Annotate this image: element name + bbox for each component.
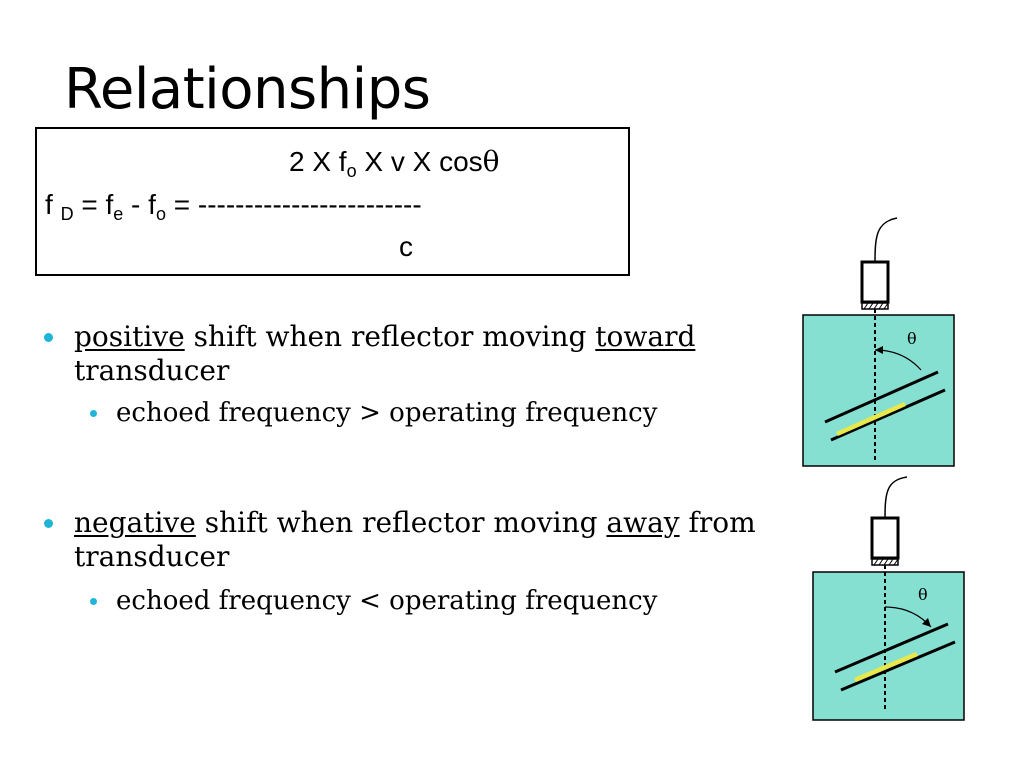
doppler-formula-box: 2 X fo X v X cosθ f D = fe - fo = ------… [35,127,630,276]
lhs-sub-e: e [113,204,124,224]
sub-bullet-negative-text: echoed frequency < operating frequency [116,586,658,616]
transducer-crystal-hatch [873,558,899,566]
lhs-minus: - f [123,189,156,220]
keyword-negative: negative [74,506,196,539]
bullet-negative-from: from [679,506,756,539]
bullet-positive-phrase: shift when reflector moving [184,320,596,353]
formula-denominator: c [399,231,413,262]
formula-lhs: f D = fe - fo = ------------------------ [45,189,422,225]
keyword-positive: positive [74,320,185,353]
sub-bullet-dot [90,598,97,605]
formula-numerator: 2 X fo X v X cosθ [289,145,500,182]
angle-arrowhead [922,618,931,627]
fraction-bar: = ------------------------ [165,189,422,220]
vessel-wall-lower [830,388,946,442]
bullet-negative-phrase: shift when reflector moving [195,506,607,539]
keyword-away: away [606,506,680,539]
reflector [854,651,918,683]
numerator-theta: θ [482,145,500,178]
bullet-negative-line2: transducer [74,540,230,573]
away-diagram: θ [812,476,965,721]
slide-title: Relationships [64,57,431,122]
sub-bullet-positive-text: echoed frequency > operating frequency [116,398,658,428]
vessel-wall-upper [834,622,949,674]
angle-theta-label: θ [907,329,917,348]
lhs-sub-o: o [155,204,166,224]
lhs-f: f [45,189,61,220]
bullet-positive-text: positive shift when reflector moving tow… [74,320,695,388]
keyword-toward: toward [595,320,696,353]
angle-theta-label: θ [918,585,928,604]
tissue-block [812,571,965,721]
sub-bullet-dot [90,410,97,417]
transducer-body [870,516,900,560]
vessel-wall-lower [840,640,956,692]
transducer-crystal-hatch [863,302,889,310]
bullet-negative-text: negative shift when reflector moving awa… [74,506,756,574]
numerator-text: 2 X f [289,146,347,177]
transducer-cable [884,476,908,519]
numerator-sub-o: o [346,161,357,181]
bullet-dot [44,333,53,342]
reflector [836,401,906,437]
angle-arrowhead [875,346,883,354]
bullet-positive-line2: transducer [74,354,230,387]
lhs-eq1: = f [73,189,114,220]
lhs-sub-d: D [60,204,74,224]
bullet-dot [44,519,53,528]
vessel-wall-upper [824,370,939,424]
transducer-cable [874,217,898,263]
tissue-block [802,314,955,467]
toward-diagram: θ [802,217,955,467]
numerator-text-2: X v X cos [356,146,483,177]
transducer-body [860,260,890,304]
